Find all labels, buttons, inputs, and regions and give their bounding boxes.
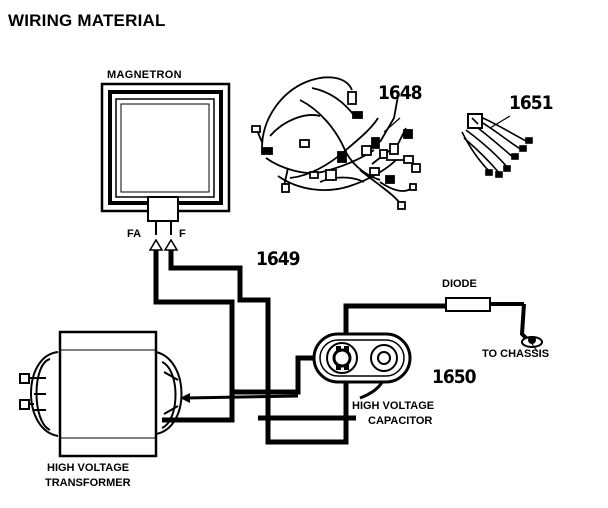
part-number-1649: 1649 [256,248,301,270]
hv-capacitor-label-line2: CAPACITOR [368,415,433,427]
hv-transformer-label-line1: HIGH VOLTAGE [47,462,130,474]
hv-transformer [19,330,183,458]
part-number-1651: 1651 [509,92,554,114]
terminal-fa-label: FA [127,228,142,240]
magnetron [100,82,231,235]
part-number-1650: 1650 [432,366,477,388]
harness-1648 [251,76,421,210]
terminal-f-label: F [179,228,186,240]
page-title: WIRING MATERIAL [8,11,166,30]
wire-set-1649 [153,244,446,445]
to-chassis-label: TO CHASSIS [482,348,550,360]
hv-capacitor [312,332,412,384]
part-number-1648: 1648 [378,82,423,104]
diode [445,297,530,342]
magnetron-label: MAGNETRON [107,69,182,81]
chassis-ground [521,336,543,348]
harness-1651 [461,113,533,178]
hv-transformer-label-line2: TRANSFORMER [45,477,131,489]
diode-label: DIODE [442,278,477,290]
hv-capacitor-label-line1: HIGH VOLTAGE [352,400,435,412]
